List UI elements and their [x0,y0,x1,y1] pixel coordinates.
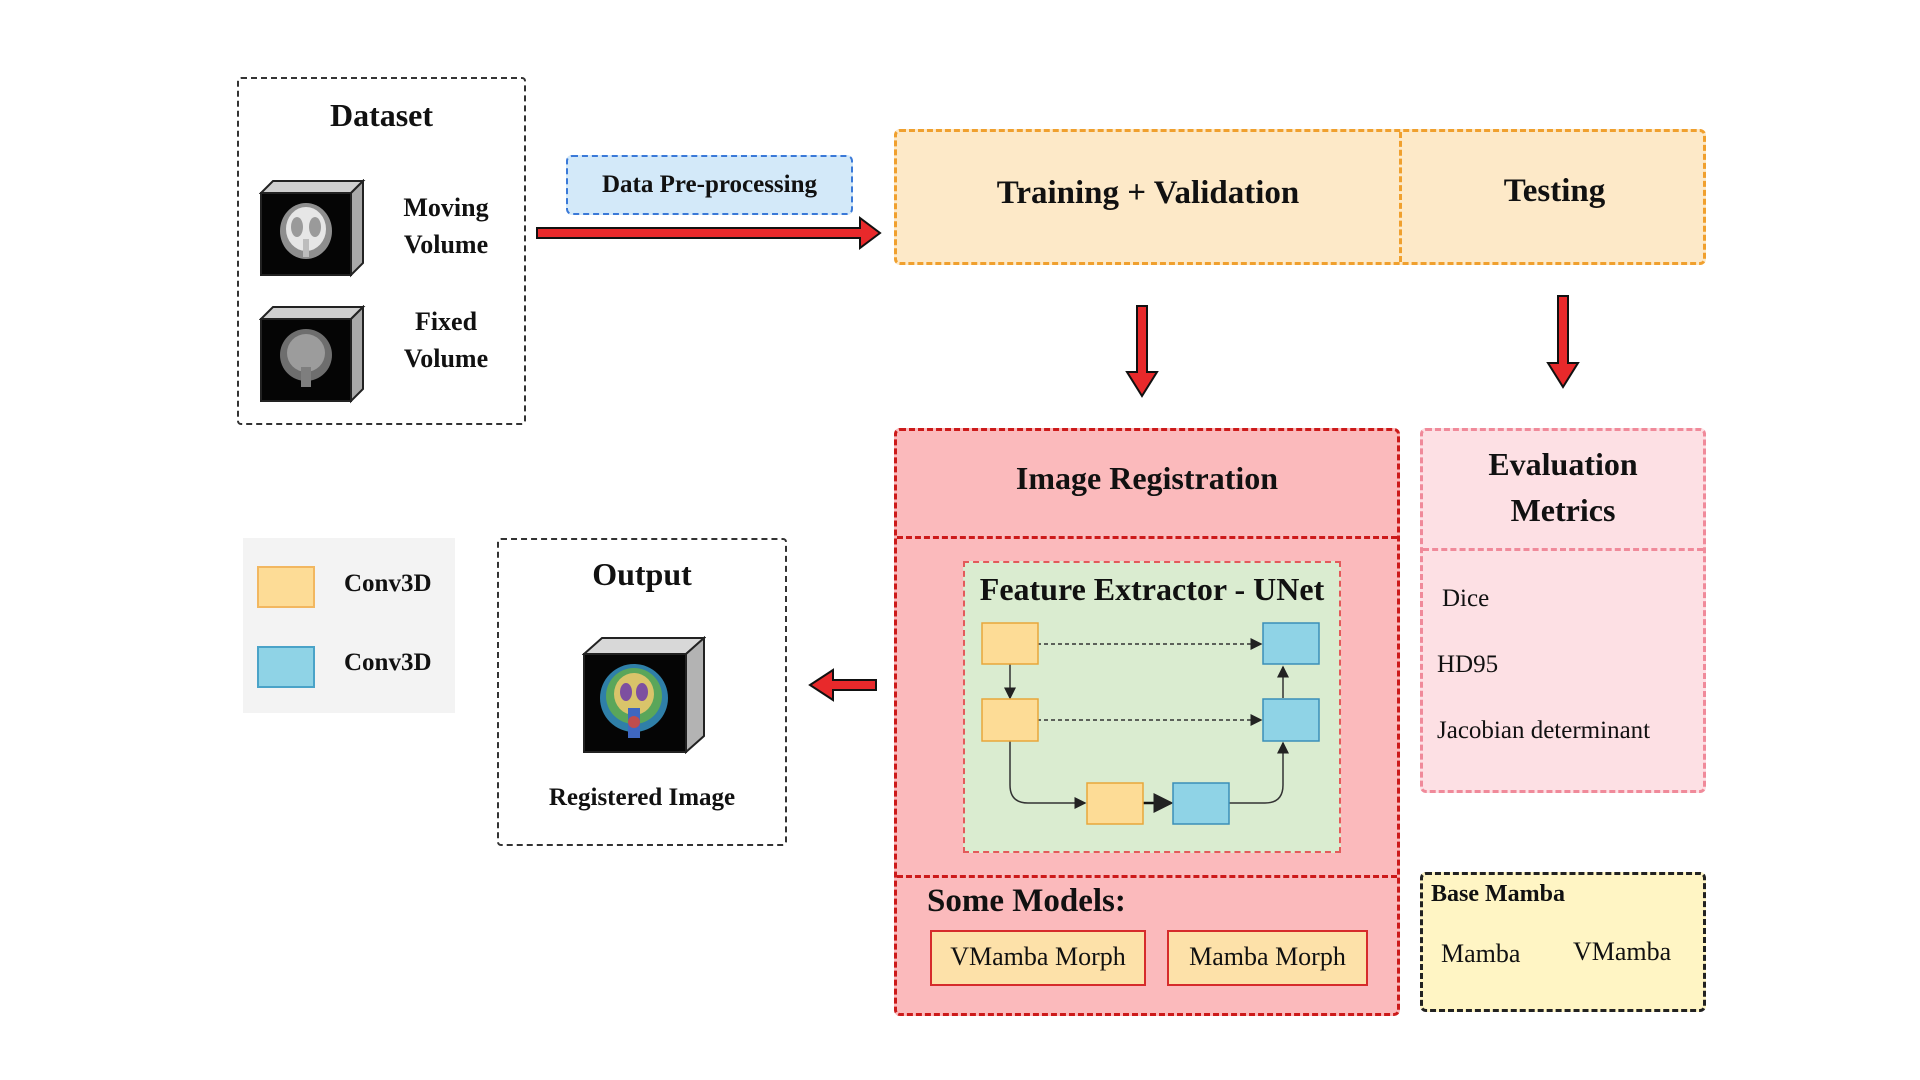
base-mamba-title: Base Mamba [1431,881,1565,907]
evaluation-metrics-panel: Evaluation Metrics Dice HD95 Jacobian de… [1420,428,1706,793]
testing-label: Testing [1503,173,1606,209]
encoder-block-2 [981,698,1039,742]
legend-label-encoder: Conv3D [344,570,432,597]
evaluation-separator [1423,548,1703,551]
encoder-to-bottleneck-link [1009,741,1087,809]
feature-extractor-unet: Feature Extractor - UNet [963,561,1341,853]
base-mamba-item-vmamba: VMamba [1573,937,1672,966]
arrow-training-to-registration [1125,305,1159,398]
arrow-dataset-to-training [536,216,882,250]
decoder-up-link [1229,741,1289,804]
image-registration-panel: Image Registration Feature Extractor - U… [894,428,1400,1016]
evaluation-metrics-title: Evaluation Metrics [1488,446,1638,528]
moving-volume-label: Moving Volume [403,193,489,259]
metric-dice: Dice [1442,585,1490,612]
legend-swatch-decoder [257,646,315,688]
training-testing-panel: Training + Validation Testing [894,129,1706,265]
arrow-registration-to-output [808,668,877,702]
encoder-block-1 [981,622,1039,665]
registered-image [582,636,706,754]
model-mamba-morph: Mamba Morph [1167,930,1368,986]
training-testing-divider [1399,132,1402,262]
output-caption: Registered Image [548,784,736,811]
bottleneck-block-encoder [1086,782,1144,825]
dataset-panel: Dataset Moving Volume Fixed Volume [237,77,526,425]
dataset-title: Dataset [329,97,434,133]
bottleneck-block-decoder [1172,782,1230,825]
unet-diagram [981,622,1320,825]
legend-label-decoder: Conv3D [344,649,432,676]
image-registration-title: Image Registration [897,431,1397,539]
metric-hd95: HD95 [1437,651,1499,678]
preprocessing-label: Data Pre-processing [566,155,853,215]
model-vmamba-morph: VMamba Morph [930,930,1146,986]
fixed-volume-label: Fixed Volume [403,307,489,373]
output-title: Output [592,556,692,592]
output-panel: Output Registered Image [497,538,787,846]
legend-swatch-encoder [257,566,315,608]
models-separator [897,875,1397,878]
decoder-block-2 [1262,698,1320,742]
metric-jacobian-determinant: Jacobian determinant [1437,717,1651,744]
training-validation-label: Training + Validation [996,175,1300,211]
feature-extractor-title: Feature Extractor - UNet [979,571,1325,607]
base-mamba-panel: Base Mamba Mamba VMamba [1420,872,1706,1012]
decoder-block-1 [1262,622,1320,665]
models-title: Some Models: [927,883,1126,919]
legend: Conv3D Conv3D [243,538,455,713]
arrow-testing-to-evaluation [1546,295,1580,389]
fixed-volume-image [259,305,366,404]
moving-volume-image [259,179,366,278]
base-mamba-item-mamba: Mamba [1441,939,1521,968]
